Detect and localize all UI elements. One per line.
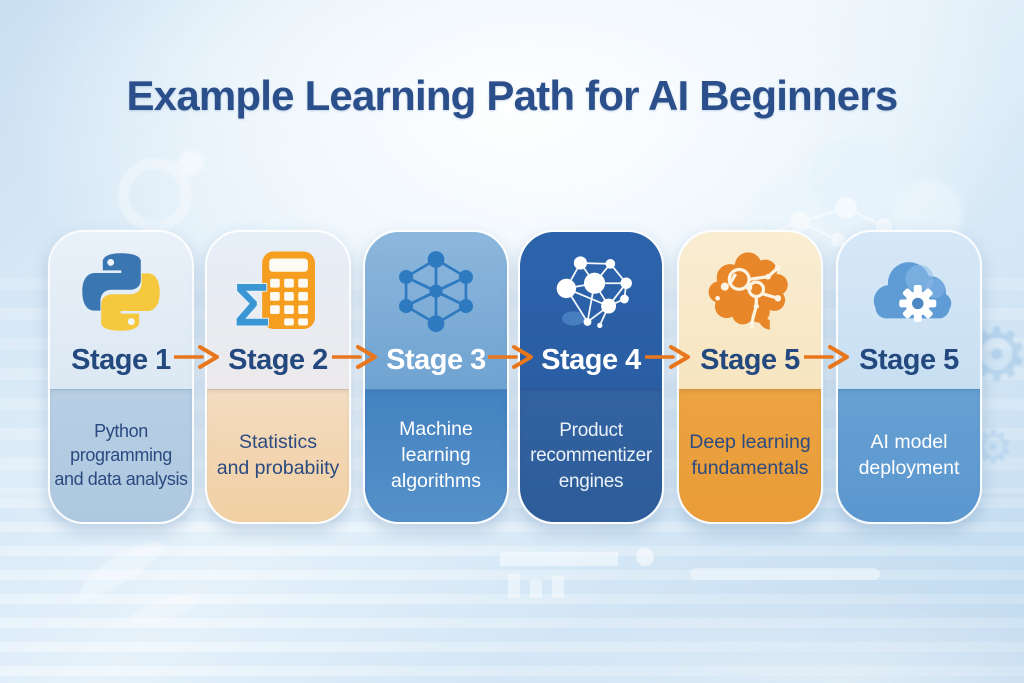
stage-card-2-bottom: Statistics and probabiity	[207, 389, 349, 522]
brain-network-icon	[543, 242, 639, 342]
stage-label: Stage 3	[386, 344, 486, 376]
stage-card-5: Stage 5 Deep learning fundamentals	[677, 230, 823, 524]
page-title: Example Learning Path for AI Beginners	[126, 72, 899, 119]
stage-card-2: Σ Stage 2 Statistics and probabiity	[205, 230, 351, 524]
stage-label: Stage 1	[71, 344, 171, 376]
brain-circuit-icon	[703, 242, 797, 342]
stage-card-5-bottom: Deep learning fundamentals	[679, 389, 821, 522]
stage-label: Stage 4	[541, 344, 641, 376]
stage-card-5-top: Stage 5	[679, 232, 821, 389]
stage-card-3-bottom: Machine learning algorithms	[365, 389, 507, 522]
stage-card-1-bottom: Python programming and data analysis	[50, 389, 192, 522]
dot-decoration	[636, 548, 654, 566]
stage-card-3: Stage 3 Machine learning algorithms	[363, 230, 509, 524]
leaf-decoration	[72, 532, 170, 606]
stage-card-3-top: Stage 3	[365, 232, 507, 389]
stage-card-4-bottom: Product recommentizer engines	[520, 389, 662, 522]
bar-chart-decoration	[500, 552, 660, 598]
neural-network-icon	[392, 242, 480, 342]
stage-label: Stage 2	[228, 344, 328, 376]
stripe-decoration	[690, 568, 880, 580]
stage-card-2-top: Σ Stage 2	[207, 232, 349, 389]
stage-card-4-top: Stage 4	[520, 232, 662, 389]
swirl-dot-decoration	[178, 150, 204, 176]
leaf-decoration	[126, 589, 200, 631]
stage-description: Product recommentizer engines	[530, 420, 652, 492]
stage-card-6-bottom: AI model deployment	[838, 389, 980, 522]
arrow-right-icon	[488, 345, 533, 369]
arrow-right-icon	[645, 345, 690, 369]
swirl-decoration-icon	[118, 158, 192, 232]
stage-description: Deep learning fundamentals	[689, 431, 811, 479]
stage-description: Statistics and probabiity	[216, 431, 340, 479]
sigma-calculator-icon: Σ	[232, 242, 324, 342]
stage-card-6-top: Stage 5	[838, 232, 980, 389]
stage-description: AI model deployment	[858, 431, 960, 479]
cloud-gear-icon	[862, 242, 956, 342]
python-icon	[77, 242, 165, 342]
stage-label: Stage 5	[700, 344, 800, 376]
stage-card-1-top: Stage 1	[50, 232, 192, 389]
stage-card-1: Stage 1 Python programming and data anal…	[48, 230, 194, 524]
stage-description: Python programming and data analysis	[54, 421, 188, 489]
background-bottom-band	[0, 498, 1024, 683]
stage-card-4: Stage 4 Product recommentizer engines	[518, 230, 664, 524]
arrow-right-icon	[174, 345, 219, 369]
svg-text:Σ: Σ	[234, 271, 270, 336]
stage-card-6: Stage 5 AI model deployment	[836, 230, 982, 524]
arrow-right-icon	[804, 345, 849, 369]
arrow-right-icon	[332, 345, 377, 369]
stage-description: Machine learning algorithms	[391, 418, 481, 492]
stage-label: Stage 5	[859, 344, 959, 376]
